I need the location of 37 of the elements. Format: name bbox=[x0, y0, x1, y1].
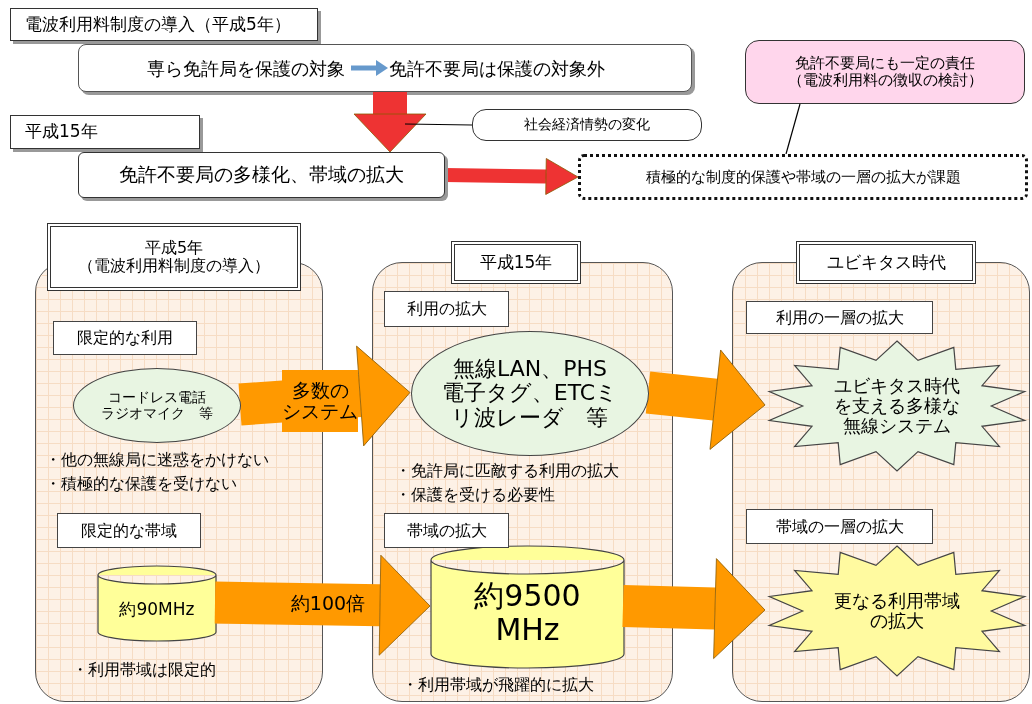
system-ellipse: 無線LAN、PHS電子タグ、ETCミリ波レーダ 等 bbox=[411, 331, 649, 456]
bullet-note: ・保護を受ける必要性 bbox=[395, 485, 555, 506]
cylinder-text: 約9500MHz bbox=[474, 579, 581, 647]
panel-title: ユビキタス時代 bbox=[796, 241, 976, 284]
topic-label: 帯域の一層の拡大 bbox=[746, 509, 933, 544]
statement-text: 免許不要局は保護の対象外 bbox=[389, 55, 684, 83]
edge-label: 多数のシステム bbox=[282, 370, 358, 432]
starburst-text: 更なる利用帯域の拡大 bbox=[834, 590, 960, 632]
block-arrow bbox=[622, 558, 766, 659]
panel-title: 平成5年（電波利用料制度の導入） bbox=[47, 223, 301, 291]
issue-box: 積極的な制度的保護や帯域の一層の拡大が課題 bbox=[578, 154, 1028, 200]
speech-callout: 社会経済情勢の変化 bbox=[472, 109, 702, 141]
bullet-note: ・他の無線局に迷惑をかけない bbox=[45, 450, 269, 471]
topic-label: 利用の一層の拡大 bbox=[746, 301, 933, 334]
bullet-note: ・免許局に匹敵する利用の拡大 bbox=[395, 461, 619, 482]
topic-label: 限定的な利用 bbox=[53, 321, 197, 355]
block-arrow bbox=[645, 349, 766, 450]
block-arrow bbox=[238, 345, 411, 447]
header-box: 平成15年 bbox=[10, 115, 200, 149]
bullet-note: ・利用帯域が飛躍的に拡大 bbox=[402, 675, 594, 696]
topic-label: 帯域の拡大 bbox=[384, 513, 509, 548]
starburst-text: ユビキタス時代を支える多様な無線システム bbox=[834, 375, 960, 437]
statement-box: 免許不要局の多様化、帯域の拡大 bbox=[78, 152, 445, 198]
topic-label: 利用の拡大 bbox=[384, 291, 509, 327]
statement-text: 専ら免許局を保護の対象 bbox=[147, 55, 352, 83]
block-arrow bbox=[353, 92, 427, 153]
statement-box bbox=[78, 44, 692, 92]
cylinder-text: 約90MHz bbox=[119, 600, 195, 619]
bullet-note: ・積極的な保護を受けない bbox=[45, 474, 237, 495]
header-box: 電波利用料制度の導入（平成5年） bbox=[10, 8, 318, 41]
system-ellipse: コードレス電話ラジオマイク 等 bbox=[73, 368, 241, 443]
panel-title: 平成15年 bbox=[451, 241, 581, 284]
block-arrow bbox=[214, 554, 431, 656]
bullet-note: ・利用帯域は限定的 bbox=[72, 660, 216, 681]
speech-callout: 免許不要局にも一定の責任（電波利用料の徴収の検討） bbox=[745, 40, 1025, 104]
topic-label: 限定的な帯域 bbox=[57, 513, 201, 548]
arrow bbox=[351, 60, 388, 76]
